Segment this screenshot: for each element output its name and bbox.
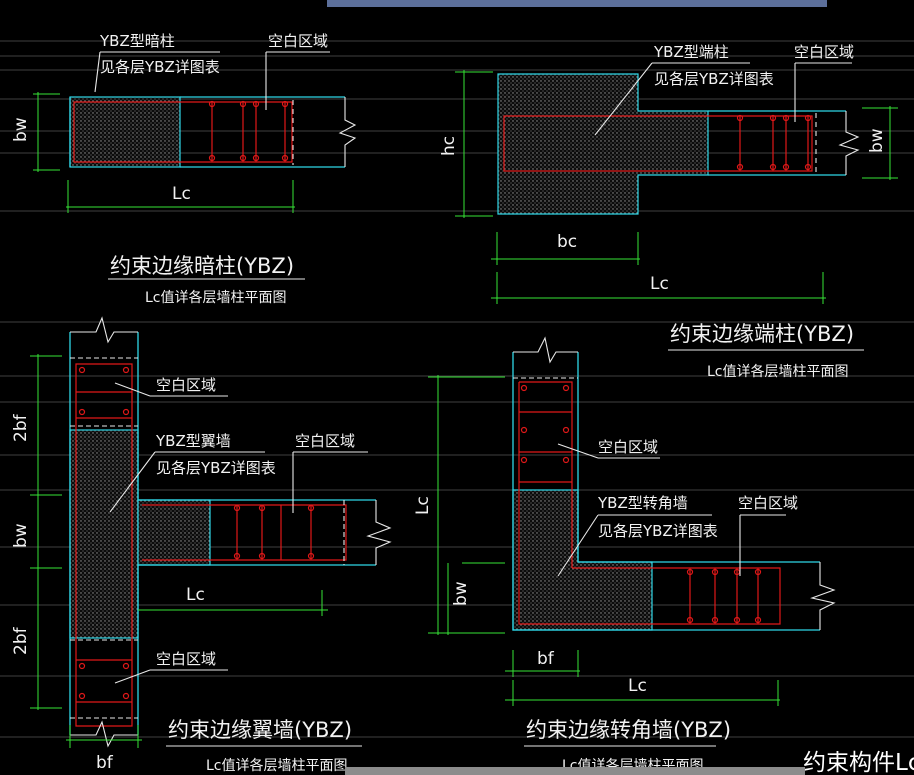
end-column-dim-bc: bc bbox=[557, 232, 577, 252]
flange-wall-label-2: 见各层YBZ详图表 bbox=[156, 459, 276, 477]
end-column-hatched-zone bbox=[497, 73, 709, 215]
dark-column-diagram: YBZ型暗柱 见各层YBZ详图表 空白区域 bw Lc 约束边缘暗柱(YBZ) … bbox=[11, 32, 357, 306]
flange-wall-dim-lc: Lc bbox=[186, 585, 205, 605]
flange-wall-dim-2bf-top: 2bf bbox=[11, 413, 31, 442]
end-column-dim-hc: hc bbox=[439, 136, 459, 156]
end-column-label-1: YBZ型端柱 bbox=[653, 43, 729, 61]
corner-wall-dim-bf: bf bbox=[537, 649, 555, 669]
corner-wall-diagram: 空白区域 YBZ型转角墙 见各层YBZ详图表 空白区域 Lc bw bf Lc … bbox=[413, 336, 836, 774]
corner-wall-dim-lc: Lc bbox=[628, 676, 647, 696]
corner-wall-blank-label-right: 空白区域 bbox=[738, 494, 798, 512]
flange-wall-dim-bf: bf bbox=[96, 753, 114, 773]
end-column-dim-bw: bw bbox=[867, 128, 887, 153]
flange-wall-dim-bw: bw bbox=[11, 523, 31, 548]
end-column-subtitle: Lc值详各层墙柱平面图 bbox=[707, 364, 849, 380]
corner-wall-blank-label-top: 空白区域 bbox=[598, 438, 658, 456]
dark-column-hatched-zone bbox=[69, 96, 181, 168]
flange-wall-blank-label-right: 空白区域 bbox=[295, 432, 355, 450]
flange-wall-blank-label-top: 空白区域 bbox=[156, 376, 216, 394]
corner-wall-label-1: YBZ型转角墙 bbox=[597, 494, 688, 512]
flange-wall-hatched-zone bbox=[69, 429, 139, 639]
dark-column-title: 约束边缘暗柱(YBZ) bbox=[110, 254, 294, 278]
dark-column-subtitle: Lc值详各层墙柱平面图 bbox=[145, 290, 287, 306]
dark-column-dim-lc: Lc bbox=[172, 184, 191, 204]
top-toolbar-strip bbox=[327, 0, 827, 7]
end-column-label-2: 见各层YBZ详图表 bbox=[654, 70, 774, 88]
corner-wall-title: 约束边缘转角墙(YBZ) bbox=[526, 718, 731, 742]
end-column-diagram: YBZ型端柱 见各层YBZ详图表 空白区域 hc bw bc Lc 约束边缘端柱… bbox=[439, 43, 898, 380]
dark-column-label-1: YBZ型暗柱 bbox=[99, 32, 175, 50]
dark-column-dim-bw: bw bbox=[11, 117, 31, 142]
flange-wall-title: 约束边缘翼墙(YBZ) bbox=[168, 718, 352, 742]
end-column-blank-label: 空白区域 bbox=[794, 43, 854, 61]
end-column-dim-lc: Lc bbox=[650, 274, 669, 294]
end-column-title: 约束边缘端柱(YBZ) bbox=[670, 322, 854, 346]
flange-wall-dim-2bf-bottom: 2bf bbox=[11, 626, 31, 655]
bottom-status-strip bbox=[345, 767, 805, 775]
flange-wall-subtitle: Lc值详各层墙柱平面图 bbox=[206, 758, 348, 774]
dark-column-blank-label: 空白区域 bbox=[268, 32, 328, 50]
dark-column-label-2: 见各层YBZ详图表 bbox=[100, 58, 220, 76]
flange-wall-diagram: 空白区域 YBZ型翼墙 见各层YBZ详图表 空白区域 空白区域 2bf bw 2… bbox=[11, 316, 392, 774]
flange-wall-label-1: YBZ型翼墙 bbox=[155, 432, 231, 450]
corner-wall-label-2: 见各层YBZ详图表 bbox=[598, 522, 718, 540]
flange-wall-blank-label-bottom: 空白区域 bbox=[156, 650, 216, 668]
corner-wall-dim-lc-vertical: Lc bbox=[413, 496, 433, 515]
corner-wall-dim-bw: bw bbox=[451, 581, 471, 606]
cut-off-title: 约束构件Lc bbox=[803, 750, 914, 775]
